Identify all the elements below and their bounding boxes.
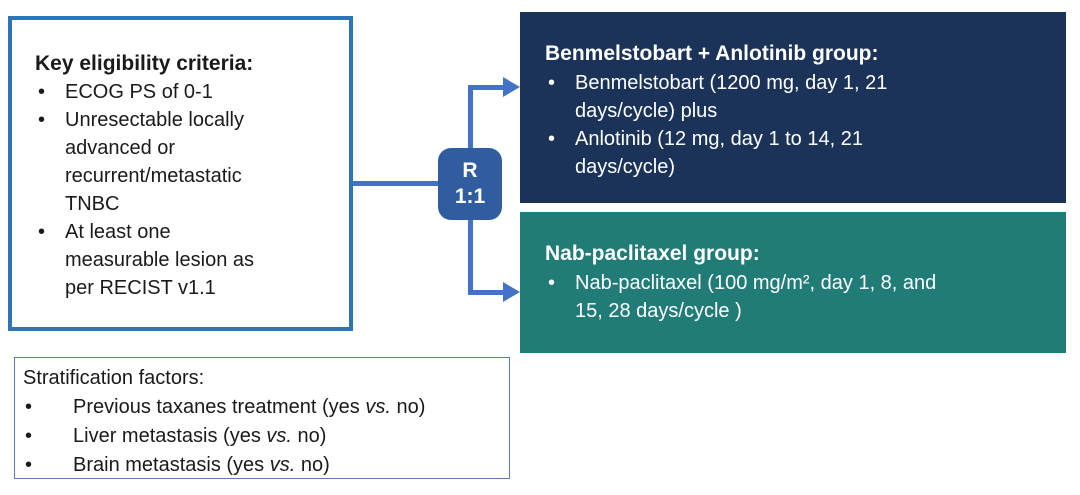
stratification-title: Stratification factors: [23, 367, 205, 389]
randomization-badge: R 1:1 [438, 148, 502, 220]
arm-benmelstobart-anlotinib-list: Benmelstobart (1200 mg, day 1, 21 days/c… [545, 69, 1052, 181]
stratification-item-text: no) [390, 396, 426, 418]
connector-bottom-horizontal-line [468, 290, 505, 295]
eligibility-item-line: Unresectable locally [65, 109, 244, 131]
eligibility-item-line: ECOG PS of 0-1 [65, 81, 213, 103]
stratification-item-text: Previous taxanes treatment (yes [73, 396, 366, 418]
randomization-ratio: 1:1 [454, 185, 486, 208]
stratification-item-brain: Brain metastasis (yes vs. no) [23, 451, 501, 480]
stratification-item-taxanes: Previous taxanes treatment (yes vs. no) [23, 393, 501, 422]
vs-label: vs. [365, 396, 391, 418]
arm-item-line: Anlotinib (12 mg, day 1 to 14, 21 [575, 128, 863, 150]
stratification-item-text: no) [291, 425, 327, 447]
stratification-item-liver: Liver metastasis (yes vs. no) [23, 422, 501, 451]
eligibility-item-line: measurable lesion as [65, 249, 254, 271]
stratification-list: Previous taxanes treatment (yes vs. no) … [23, 393, 501, 480]
eligibility-item-line: TNBC [65, 193, 120, 215]
arm-item-benmelstobart-dose: Benmelstobart (1200 mg, day 1, 21 days/c… [545, 69, 1052, 125]
eligibility-item-line: per RECIST v1.1 [65, 277, 216, 299]
vs-label: vs. [269, 454, 296, 476]
arm-item-line: Nab-paclitaxel (100 mg/m², day 1, 8, and [575, 272, 937, 294]
vs-label: vs. [266, 425, 292, 447]
arm-item-line: 15, 28 days/cycle ) [575, 300, 742, 322]
arm-item-line: days/cycle) plus [575, 100, 718, 122]
randomization-letter: R [462, 159, 478, 182]
eligibility-item-line: At least one [65, 221, 171, 243]
connector-main-line [353, 181, 439, 186]
arm-item-nab-paclitaxel-dose: Nab-paclitaxel (100 mg/m², day 1, 8, and… [545, 269, 1052, 325]
arm-item-anlotinib-dose: Anlotinib (12 mg, day 1 to 14, 21 days/c… [545, 125, 1052, 181]
eligibility-item-line: recurrent/metastatic [65, 165, 242, 187]
arm-nab-paclitaxel-box: Nab-paclitaxel group: Nab-paclitaxel (10… [520, 212, 1066, 353]
eligibility-box: Key eligibility criteria: ECOG PS of 0-1… [8, 16, 353, 331]
arm-item-line: days/cycle) [575, 156, 676, 178]
eligibility-title: Key eligibility criteria: [35, 52, 254, 75]
arm-benmelstobart-anlotinib-box: Benmelstobart + Anlotinib group: Benmels… [520, 12, 1066, 203]
connector-bottom-vertical-line [468, 218, 473, 295]
stratification-box: Stratification factors: Previous taxanes… [14, 357, 510, 480]
connector-top-horizontal-line [468, 85, 505, 90]
arm-nab-paclitaxel-list: Nab-paclitaxel (100 mg/m², day 1, 8, and… [545, 269, 1052, 325]
arm-nab-paclitaxel-title: Nab-paclitaxel group: [545, 242, 760, 265]
arrow-to-benmelstobart-arm-icon [503, 77, 520, 97]
stratification-item-text: no) [295, 454, 330, 476]
eligibility-item-measurable-lesion: At least one measurable lesion as per RE… [35, 218, 341, 302]
eligibility-item-unresectable: Unresectable locally advanced or recurre… [35, 106, 341, 218]
connector-top-vertical-line [468, 85, 473, 150]
eligibility-item-ecog: ECOG PS of 0-1 [35, 78, 341, 106]
stratification-item-text: Brain metastasis (yes [73, 454, 270, 476]
eligibility-list: ECOG PS of 0-1 Unresectable locally adva… [35, 78, 341, 302]
arm-benmelstobart-anlotinib-title: Benmelstobart + Anlotinib group: [545, 42, 879, 65]
arm-item-line: Benmelstobart (1200 mg, day 1, 21 [575, 72, 888, 94]
eligibility-item-line: advanced or [65, 137, 176, 159]
stratification-item-text: Liver metastasis (yes [73, 425, 267, 447]
arrow-to-nab-paclitaxel-arm-icon [503, 282, 520, 302]
